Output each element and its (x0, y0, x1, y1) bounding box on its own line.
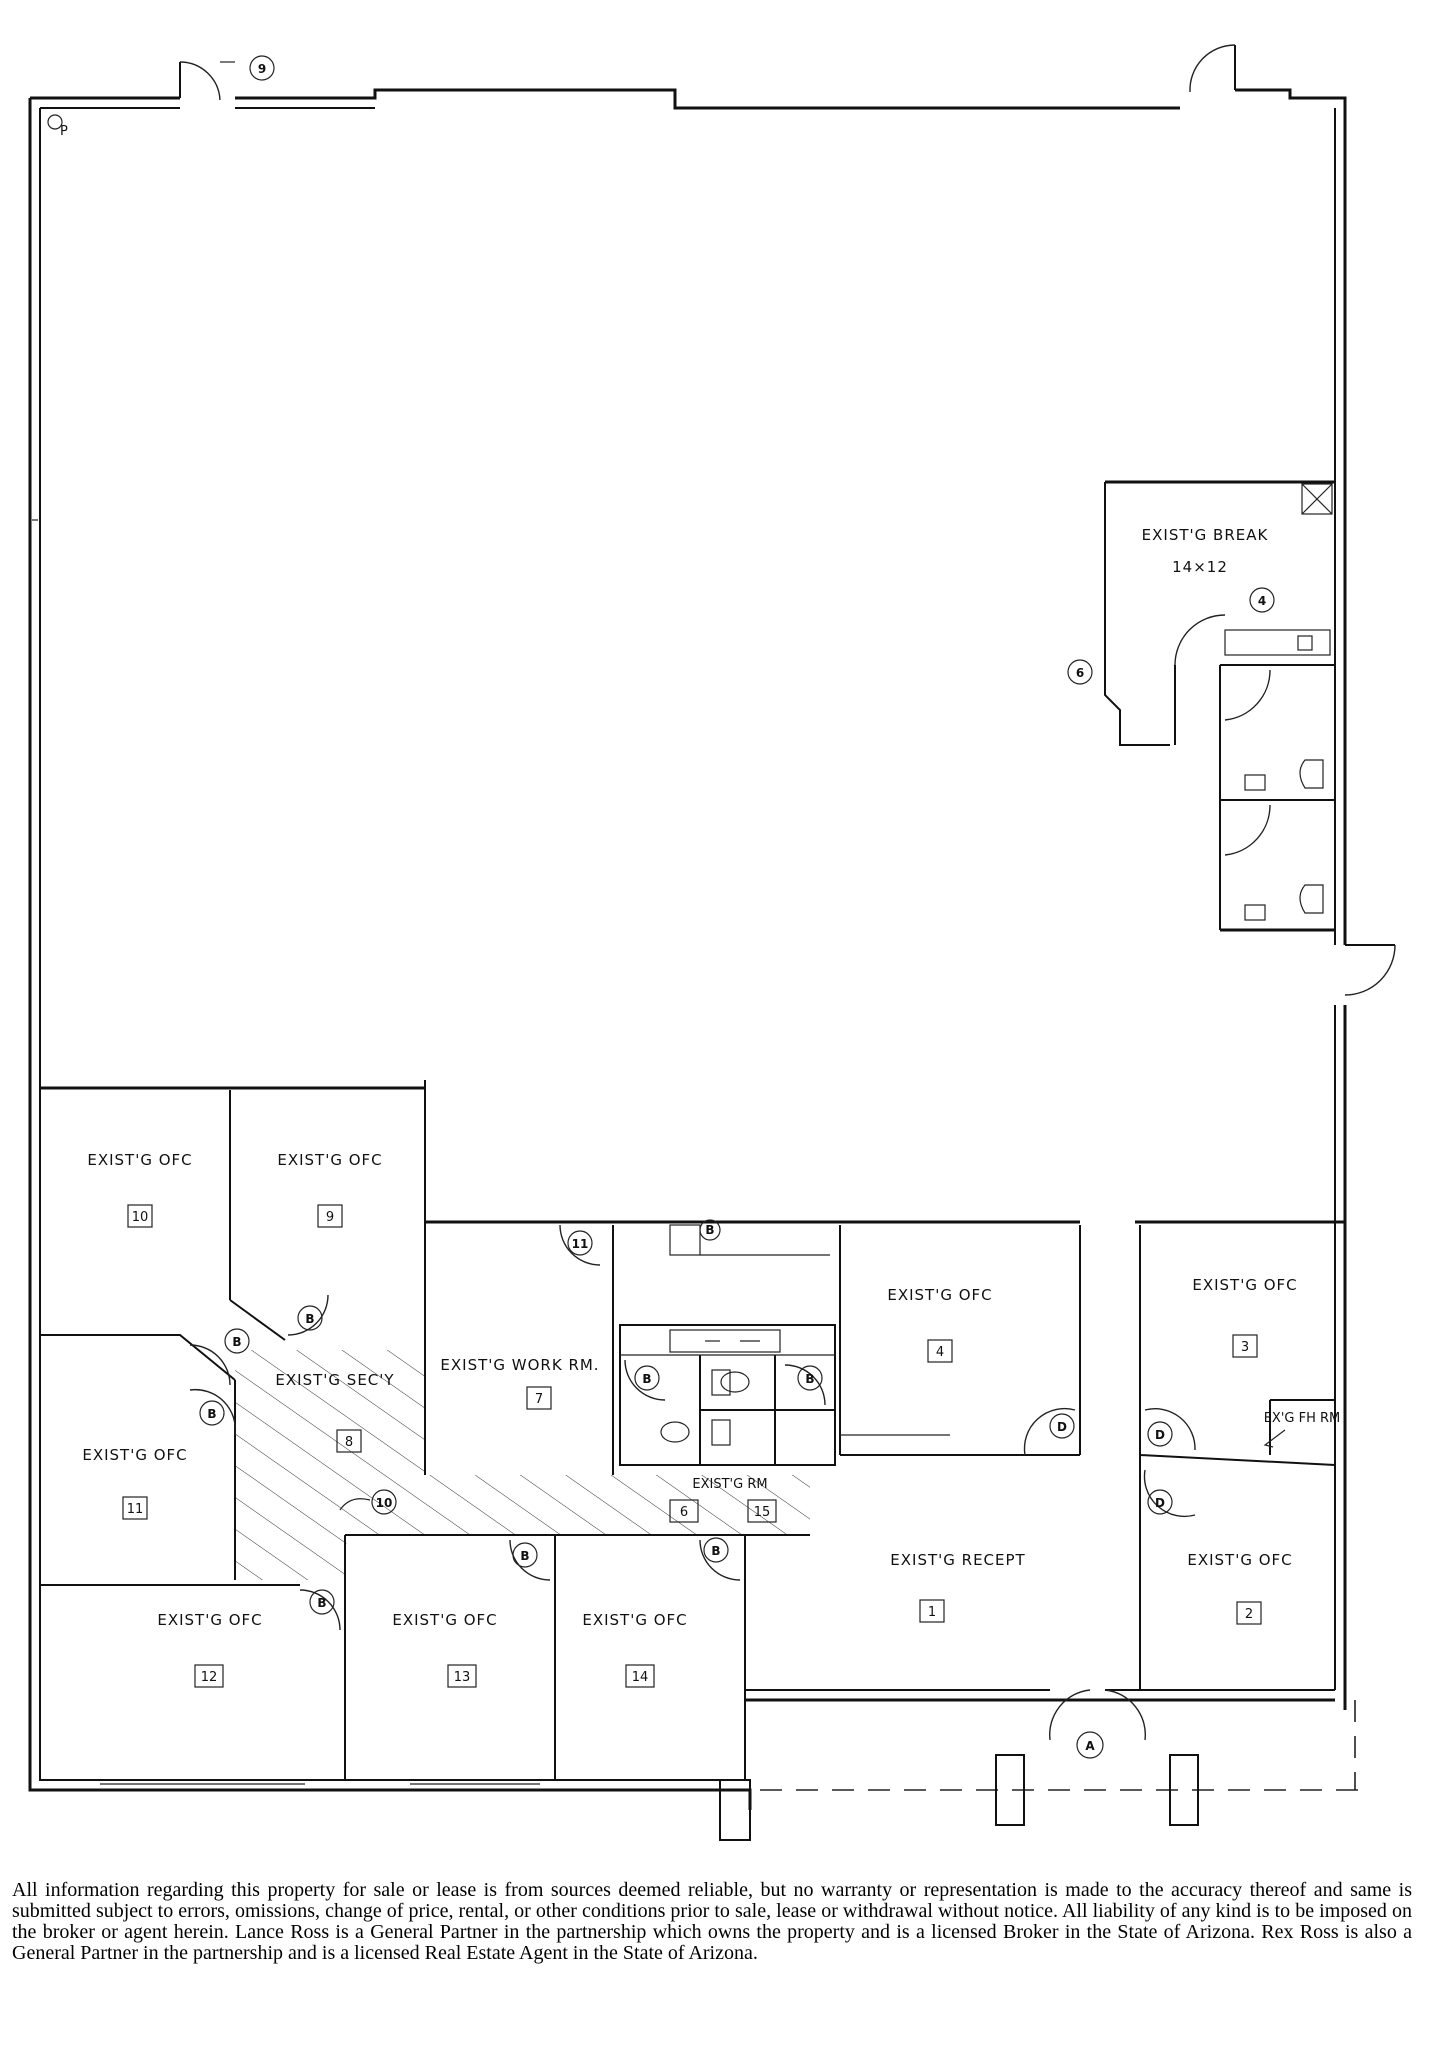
hatched-area (235, 1350, 810, 1580)
room-number-rm-6: 6 (680, 1505, 688, 1520)
door-tag-4: 4 (1258, 594, 1266, 608)
door-tag-a: A (1085, 1739, 1095, 1753)
room-label-rm-6: EXIST'G RM (692, 1477, 767, 1492)
door-tag-b-3: B (207, 1407, 216, 1421)
room-number-ofc-11: 11 (127, 1502, 144, 1517)
room-number-work-7: 7 (535, 1392, 543, 1407)
room-label-ofc-4: EXIST'G OFC (887, 1286, 992, 1304)
door-tag-b-7: B (805, 1372, 814, 1386)
room-label-recept-1: EXIST'G RECEPT (890, 1551, 1025, 1569)
door-tag-d-2: D (1155, 1428, 1165, 1442)
door-tag-b-6: B (711, 1544, 720, 1558)
room-label-ofc-11: EXIST'G OFC (82, 1446, 187, 1464)
room-number-sec-8: 8 (345, 1435, 353, 1450)
door-tag-b-2: B (232, 1335, 241, 1349)
room-number-rm-15: 15 (754, 1505, 771, 1520)
room-number-ofc-10: 10 (132, 1210, 149, 1225)
door-tag-b-8: B (642, 1372, 651, 1386)
door-tag-6: 6 (1076, 666, 1084, 680)
door-tag-b-5: B (520, 1549, 529, 1563)
room-label-ofc-2: EXIST'G OFC (1187, 1551, 1292, 1569)
door-tag-b-4: B (317, 1596, 326, 1610)
room-number-ofc-12: 12 (201, 1670, 218, 1685)
outer-walls (28, 88, 1360, 1841)
room-size-break: 14×12 (1172, 558, 1228, 576)
corner-note: P (60, 124, 68, 139)
door-tag-d-1: D (1057, 1420, 1067, 1434)
door-tag-9: 9 (258, 62, 266, 76)
room-number-ofc-9: 9 (326, 1210, 334, 1225)
room-label-break: EXIST'G BREAK (1142, 526, 1269, 544)
door-tag-10: 10 (376, 1496, 393, 1510)
room-number-ofc-14: 14 (632, 1670, 649, 1685)
room-label-ofc-14: EXIST'G OFC (582, 1611, 687, 1629)
room-label-ofc-10: EXIST'G OFC (87, 1151, 192, 1169)
room-label-ofc-13: EXIST'G OFC (392, 1611, 497, 1629)
room-label-ofc-3: EXIST'G OFC (1192, 1276, 1297, 1294)
room-number-ofc-3: 3 (1241, 1340, 1249, 1355)
room-label-ofc-9: EXIST'G OFC (277, 1151, 382, 1169)
room-label-sec-8: EXIST'G SEC'Y (275, 1371, 394, 1389)
room-label-fh-rm: EX'G FH RM (1264, 1411, 1341, 1426)
room-number-recept-1: 1 (928, 1605, 936, 1620)
door-tag-b-9: B (705, 1223, 714, 1237)
door-swings-b (189, 1224, 1196, 1741)
break-room-walls (1104, 480, 1335, 932)
door-tag-b-1: B (305, 1312, 314, 1326)
door-tag-d-3: D (1155, 1496, 1165, 1510)
door-tag-11: 11 (572, 1237, 589, 1251)
room-number-ofc-2: 2 (1245, 1607, 1253, 1622)
room-number-ofc-13: 13 (454, 1670, 471, 1685)
door-top-right (1189, 44, 1236, 93)
room-number-ofc-4: 4 (936, 1345, 944, 1360)
office-walls (40, 1080, 1345, 1780)
disclaimer-text: All information regarding this property … (12, 1879, 1412, 1964)
room-label-work-7: EXIST'G WORK RM. (440, 1356, 599, 1374)
floor-plan: 9 P EXIST'G BREAK 14×12 4 6 (28, 44, 1396, 1841)
room-label-ofc-12: EXIST'G OFC (157, 1611, 262, 1629)
door-right-side (1344, 944, 1396, 996)
door-top-left (179, 55, 275, 101)
